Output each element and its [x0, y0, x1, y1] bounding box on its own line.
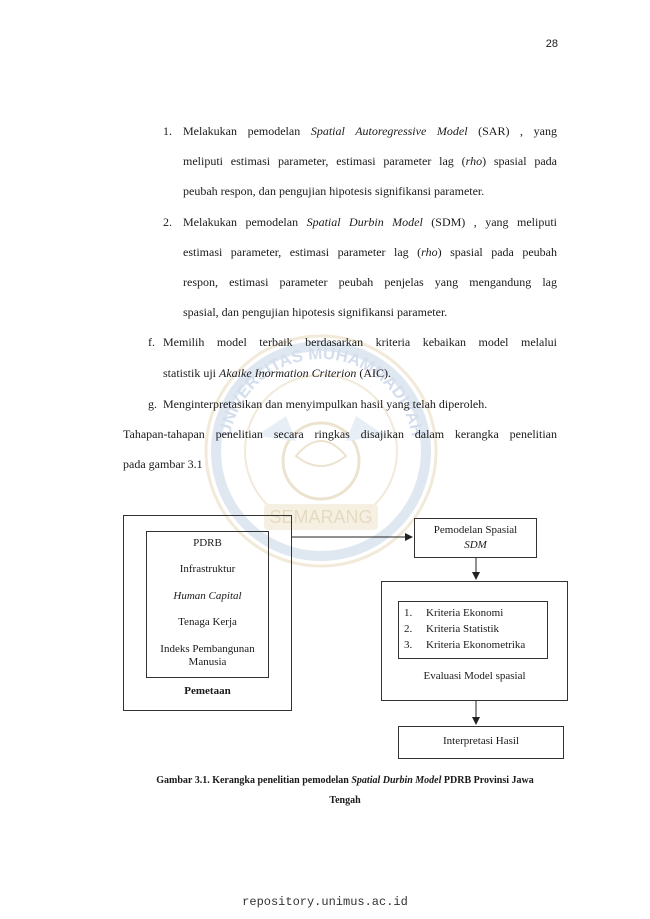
university-seal-watermark: UNIVERSITAS MUHAMMADIYAH SEMARANG — [204, 334, 438, 568]
item-g-letter: g. — [148, 397, 157, 411]
criteria-box — [398, 601, 548, 659]
criteria-number-3: 3. — [404, 639, 413, 651]
modeling-label: Pemodelan Spasial — [433, 524, 518, 536]
figure-caption: Gambar 3.1. Kerangka penelitian pemodela… — [156, 775, 534, 806]
criteria-number-1: 1. — [404, 607, 413, 619]
modeling-method: SDM — [464, 539, 487, 551]
list-item-2-line-4: spasial, dan pengujian hipotesis signifi… — [183, 305, 448, 319]
variable-tenaga-kerja: Tenaga Kerja — [178, 616, 237, 628]
variable-ipm: Indeks Pembangunan Manusia — [160, 643, 255, 668]
modeling-box — [414, 518, 537, 558]
list-item-1-line-1: Melakukan pemodelan Spatial Autoregressi… — [183, 124, 557, 138]
list-item-2-line-3: respon, estimasi parameter peubah penjel… — [183, 275, 557, 289]
svg-text:SEMARANG: SEMARANG — [269, 507, 372, 527]
list-number-1: 1. — [163, 124, 172, 138]
paragraph-line-2: pada gambar 3.1 — [123, 457, 203, 471]
mapping-outer-box — [123, 515, 292, 711]
interpretation-label: Interpretasi Hasil — [442, 735, 520, 747]
evaluation-outer-box — [381, 581, 568, 701]
criteria-item-2: Kriteria Statistik — [426, 623, 500, 635]
item-f-letter: f. — [148, 335, 155, 349]
variable-infrastruktur: Infrastruktur — [179, 563, 236, 575]
variable-human-capital: Human Capital — [173, 590, 242, 602]
list-number-2: 2. — [163, 215, 172, 229]
footer-url: repository.unimus.ac.id — [242, 895, 408, 909]
criteria-number-2: 2. — [404, 623, 413, 635]
item-f-line-1: Memilih model terbaik berdasarkan kriter… — [163, 335, 557, 349]
variables-box — [146, 531, 269, 678]
evaluation-label: Evaluasi Model spasial — [423, 670, 526, 682]
list-item-2-line-1: Melakukan pemodelan Spatial Durbin Model… — [183, 215, 558, 229]
page-number: 28 — [545, 38, 558, 50]
mapping-label: Pemetaan — [184, 685, 231, 697]
variable-pdrb: PDRB — [193, 537, 222, 549]
list-item-2-line-2: estimasi parameter, estimasi parameter l… — [183, 245, 557, 259]
item-g-text: Menginterpretasikan dan menyimpulkan has… — [163, 397, 488, 411]
criteria-item-1: Kriteria Ekonomi — [426, 607, 504, 619]
list-item-1-line-2: meliputi estimasi parameter, estimasi pa… — [183, 154, 557, 168]
criteria-item-3: Kriteria Ekonometrika — [426, 639, 526, 651]
list-item-1-line-3: peubah respon, dan pengujian hipotesis s… — [183, 184, 485, 198]
interpretation-box — [398, 726, 564, 759]
paragraph-line-1: Tahapan-tahapan penelitian secara ringka… — [123, 427, 557, 441]
item-f-line-2: statistik uji Akaike Inormation Criterio… — [163, 366, 392, 380]
